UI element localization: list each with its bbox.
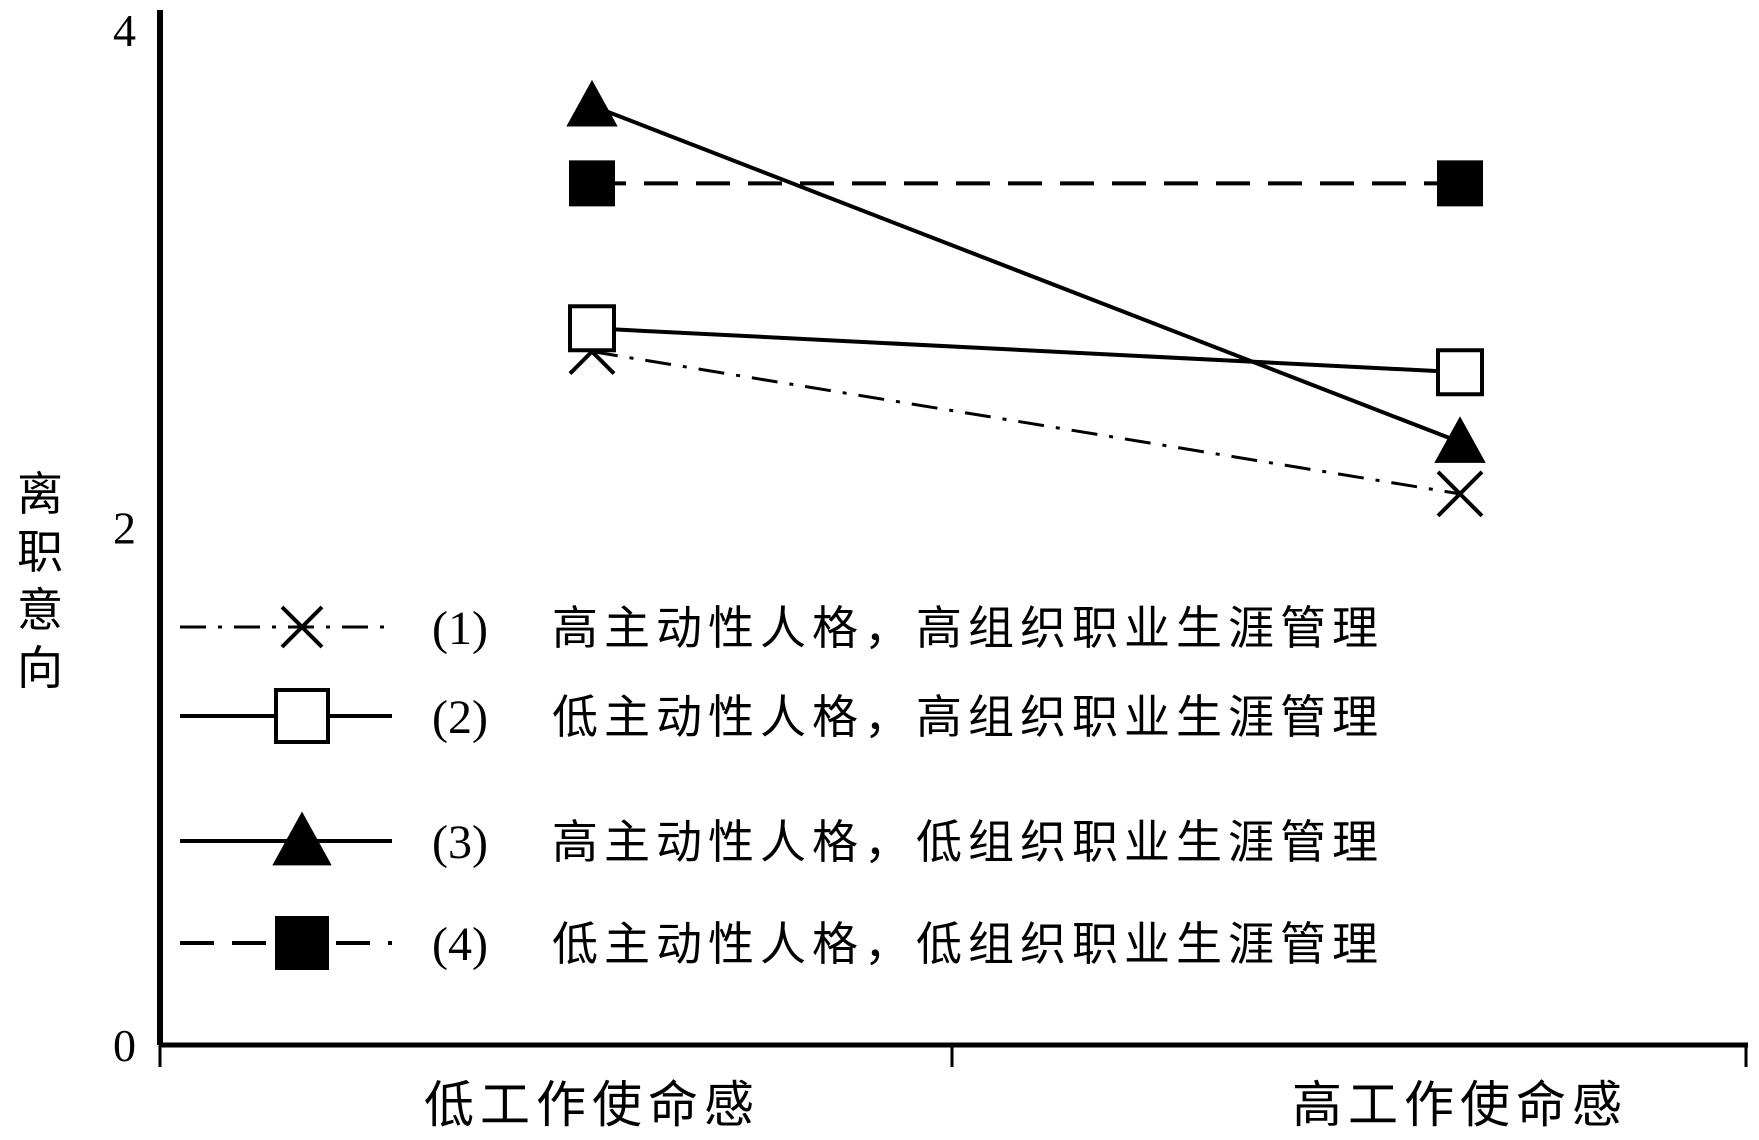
series-line-s3 (591, 103, 1461, 444)
y-axis-title-char: 职 (17, 525, 63, 579)
series-s3 (566, 79, 1486, 463)
series-s2 (568, 304, 1484, 397)
legend-item-s2: (2) 低主动性人格，高组织职业生涯管理 (180, 688, 1384, 744)
series-s4 (569, 160, 1483, 207)
legend-label-s3: 高主动性人格，低组织职业生涯管理 (552, 815, 1384, 869)
y-axis-label: 离职意向 (17, 467, 63, 695)
y-axis-title-char: 意 (17, 583, 63, 637)
legend-label-s1: 高主动性人格，高组织职业生涯管理 (552, 601, 1384, 655)
y-axis-title-char: 离 (17, 467, 63, 521)
y-axis-title: 离职意向 (17, 467, 63, 695)
legend-number-s2: (2) (432, 691, 488, 744)
legend-swatch-marker-s1 (280, 605, 324, 649)
y-axis-title-char: 向 (17, 641, 63, 695)
legend-number-s3: (3) (432, 816, 488, 869)
data-point-s3-0 (566, 79, 618, 127)
legend-label-s4: 低主动性人格，低组织职业生涯管理 (552, 917, 1384, 971)
data-point-s1-1 (1436, 470, 1484, 518)
y-tick-label-2: 2 (113, 503, 136, 554)
tick-labels: 0 2 4 低工作使命感 高工作使命感 (113, 5, 1628, 1134)
data-point-s1-1-stroke-b (1436, 470, 1484, 518)
legend-number-s4: (4) (432, 918, 488, 971)
series-line-s1 (591, 350, 1461, 496)
legend-swatch-marker-s3 (272, 811, 332, 866)
data-point-s3-1 (1434, 416, 1486, 463)
y-tick-label-4: 4 (113, 5, 136, 56)
legend-swatch-marker-s4 (275, 916, 329, 970)
legend-swatch-marker-s2 (274, 688, 330, 744)
series-line-s2 (591, 326, 1461, 375)
data-point-s4-1 (1437, 160, 1483, 207)
legend-swatch-marker-s1-stroke-b (280, 605, 324, 649)
series-s1 (568, 328, 1484, 518)
x-category-label-0: 低工作使命感 (424, 1076, 760, 1134)
legend: (1) 高主动性人格，高组织职业生涯管理 (2) 低主动性人格，高组织职业生涯管理 (3… (180, 601, 1384, 971)
axes (157, 10, 1748, 1067)
data-point-s2-0 (568, 304, 616, 353)
legend-item-s4: (4) 低主动性人格，低组织职业生涯管理 (180, 916, 1384, 971)
y-tick-label-0: 0 (113, 1020, 136, 1071)
series-layer (566, 79, 1486, 518)
legend-item-s3: (3) 高主动性人格，低组织职业生涯管理 (180, 811, 1384, 869)
legend-label-s2: 低主动性人格，高组织职业生涯管理 (552, 690, 1384, 744)
data-point-s2-1 (1436, 348, 1484, 397)
legend-item-s1: (1) 高主动性人格，高组织职业生涯管理 (180, 601, 1384, 655)
data-point-s4-0 (569, 160, 615, 207)
legend-number-s1: (1) (432, 602, 488, 655)
x-category-label-1: 高工作使命感 (1292, 1076, 1628, 1134)
